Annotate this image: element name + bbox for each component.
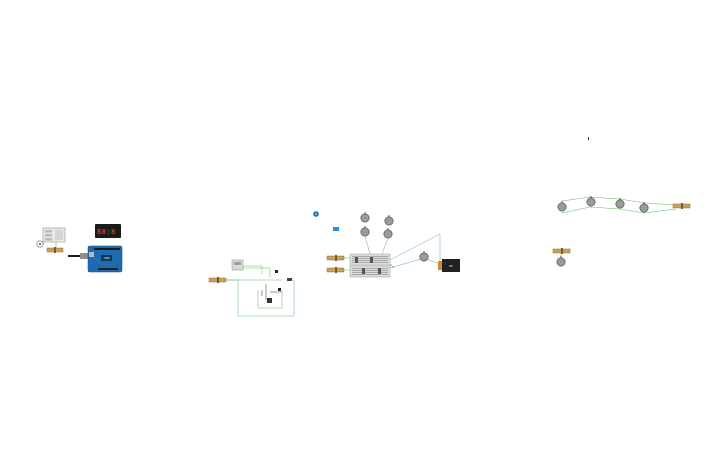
slide-potentiometer[interactable] <box>326 267 345 273</box>
motor-cluster[interactable] <box>360 212 394 239</box>
motor[interactable] <box>360 226 370 237</box>
motor[interactable] <box>383 228 393 239</box>
breadboard[interactable] <box>349 253 391 278</box>
motor[interactable] <box>615 198 625 209</box>
motor[interactable] <box>557 201 567 212</box>
slide-potentiometer[interactable] <box>208 277 227 283</box>
motor[interactable] <box>639 202 649 213</box>
slide-potentiometer[interactable] <box>552 248 571 254</box>
motor[interactable] <box>556 256 566 267</box>
motor-chain-group[interactable] <box>552 137 691 267</box>
motor[interactable] <box>419 251 429 262</box>
resistor[interactable] <box>278 288 281 291</box>
wires <box>226 265 295 317</box>
battery-label: 9V <box>449 264 454 268</box>
motor[interactable] <box>384 215 394 226</box>
breadboard-circuit-group[interactable]: 9V <box>313 211 460 278</box>
battery-9v[interactable]: 9V <box>438 259 460 272</box>
slide-potentiometer[interactable] <box>46 247 64 253</box>
display-digits: 88:8 <box>97 228 116 236</box>
motor-driver-group[interactable] <box>208 259 295 317</box>
wires <box>344 233 441 271</box>
motor[interactable] <box>586 196 596 207</box>
motor[interactable] <box>360 212 370 223</box>
diode[interactable] <box>287 278 292 281</box>
keypad-module[interactable] <box>42 227 66 243</box>
cursor-marker <box>588 137 589 140</box>
wires-dark <box>261 284 282 300</box>
dc-motor-module[interactable] <box>231 259 244 271</box>
slide-potentiometer[interactable] <box>672 203 691 209</box>
transistor[interactable] <box>275 270 278 273</box>
wires-dark <box>389 263 395 269</box>
arduino-model-label: UNO <box>104 256 110 260</box>
arduino-board[interactable]: UNO <box>87 245 123 273</box>
capacitor[interactable] <box>267 298 272 303</box>
seven-segment-display[interactable]: 88:8 <box>95 224 121 238</box>
bluetooth-module[interactable] <box>333 227 339 231</box>
blue-button[interactable] <box>313 211 319 217</box>
arduino-circuit-group[interactable]: 88:8 UNO <box>36 224 123 273</box>
usb-cable <box>68 253 88 259</box>
slide-potentiometer[interactable] <box>326 255 345 261</box>
gear-icon[interactable] <box>36 240 44 248</box>
